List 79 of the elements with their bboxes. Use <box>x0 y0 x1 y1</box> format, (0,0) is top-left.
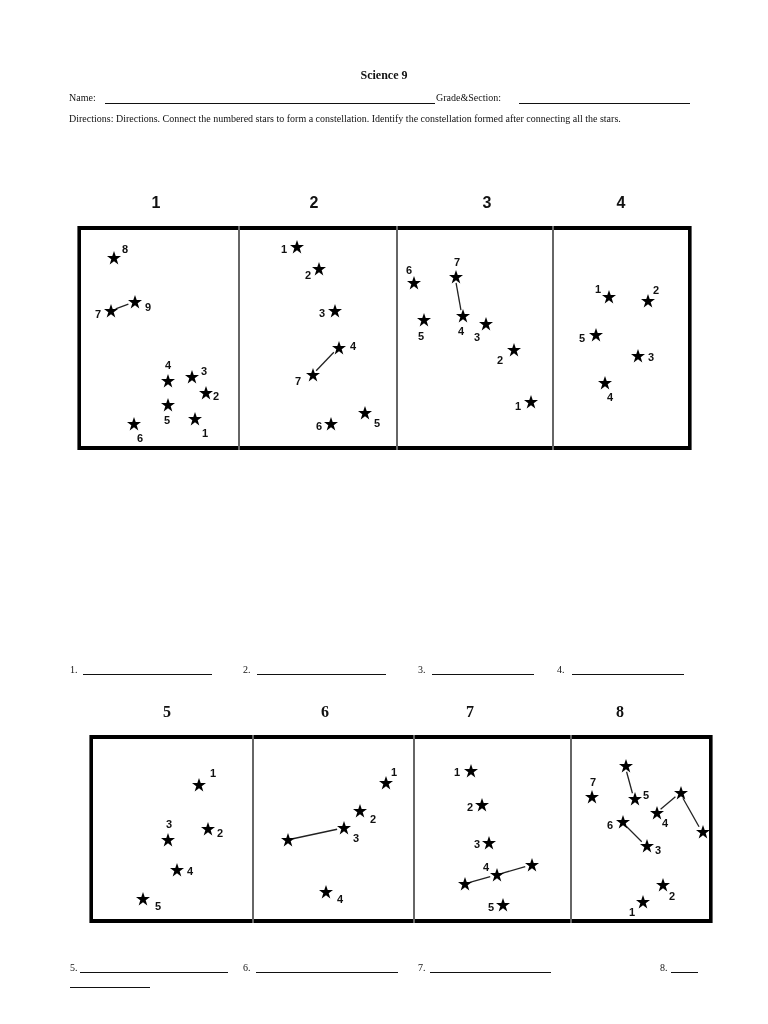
connecting-line <box>682 797 700 828</box>
panel-number: 2 <box>309 194 319 212</box>
star-number: 1 <box>209 767 217 779</box>
star-number: 1 <box>514 400 522 412</box>
answer-number: 7. <box>418 962 426 974</box>
star-number: 6 <box>606 819 614 831</box>
star-number: 5 <box>373 417 381 429</box>
star-number: 1 <box>453 766 461 778</box>
star-number: 5 <box>642 789 650 801</box>
star-number: 5 <box>417 330 425 342</box>
worksheet-title: Science 9 <box>359 68 409 83</box>
star-number: 1 <box>390 766 398 778</box>
star-number: 5 <box>154 900 162 912</box>
star-number: 3 <box>473 838 481 850</box>
star-number: 7 <box>294 375 302 387</box>
star-number: 1 <box>628 906 636 918</box>
star-number: 7 <box>94 308 102 320</box>
star-number: 2 <box>369 813 377 825</box>
star-number: 2 <box>212 390 220 402</box>
connecting-line <box>625 771 634 794</box>
star-number: 1 <box>201 427 209 439</box>
star-number: 4 <box>186 865 194 877</box>
star-number: 5 <box>578 332 586 344</box>
panel-number: 8 <box>616 703 624 721</box>
panel-number: 1 <box>151 194 161 212</box>
answer-number: 1. <box>70 664 78 676</box>
connecting-line <box>114 303 130 310</box>
answer-number: 3. <box>418 664 426 676</box>
star-number: 3 <box>318 307 326 319</box>
star-number: 4 <box>482 861 490 873</box>
star-number: 3 <box>473 331 481 343</box>
connecting-line <box>501 866 526 874</box>
star-number: 6 <box>405 264 413 276</box>
star-number: 5 <box>487 901 495 913</box>
panel-number: 3 <box>482 194 492 212</box>
field-label: Grade&Section: <box>436 92 501 104</box>
panel-number: 5 <box>163 703 171 721</box>
star-number: 3 <box>165 818 173 830</box>
star-number: 3 <box>654 844 662 856</box>
star-number: 9 <box>144 301 152 313</box>
star-number: 4 <box>457 325 465 337</box>
star-number: 7 <box>589 776 597 788</box>
answer-number: 8. <box>660 962 668 974</box>
connecting-line <box>315 351 335 372</box>
connecting-line <box>659 796 677 810</box>
star-number: 4 <box>349 340 357 352</box>
connecting-line <box>469 875 491 884</box>
panel-number: 4 <box>616 194 626 212</box>
star-number: 5 <box>163 414 171 426</box>
star-number: 4 <box>164 359 172 371</box>
answer-number: 2. <box>243 664 251 676</box>
star-number: 3 <box>352 832 360 844</box>
answer-number: 4. <box>557 664 565 676</box>
star-number: 4 <box>606 391 614 403</box>
panel-number: 6 <box>321 703 329 721</box>
star-number: 1 <box>594 283 602 295</box>
star-number: 3 <box>647 351 655 363</box>
star-number: 3 <box>200 365 208 377</box>
star-number: 2 <box>652 284 660 296</box>
star-number: 2 <box>668 890 676 902</box>
star-number: 6 <box>136 432 144 444</box>
answer-number: 6. <box>243 962 251 974</box>
star-number: 4 <box>336 893 344 905</box>
star-number: 6 <box>315 420 323 432</box>
star-number: 2 <box>496 354 504 366</box>
connecting-line <box>455 282 462 311</box>
star-number: 7 <box>453 256 461 268</box>
star-number: 8 <box>121 243 129 255</box>
field-label: Name: <box>69 92 96 104</box>
star-number: 2 <box>216 827 224 839</box>
panel-number: 7 <box>466 703 474 721</box>
directions-text: Directions: Directions. Connect the numbered stars to form a constellation. Identify the constellation formed after connecting all the stars. <box>69 113 622 125</box>
answer-number: 5. <box>70 962 78 974</box>
star-number: 1 <box>280 243 288 255</box>
connecting-line <box>292 828 338 840</box>
connecting-line <box>625 825 643 843</box>
star-number: 2 <box>304 269 312 281</box>
star-number: 2 <box>466 801 474 813</box>
star-number: 4 <box>661 817 669 829</box>
